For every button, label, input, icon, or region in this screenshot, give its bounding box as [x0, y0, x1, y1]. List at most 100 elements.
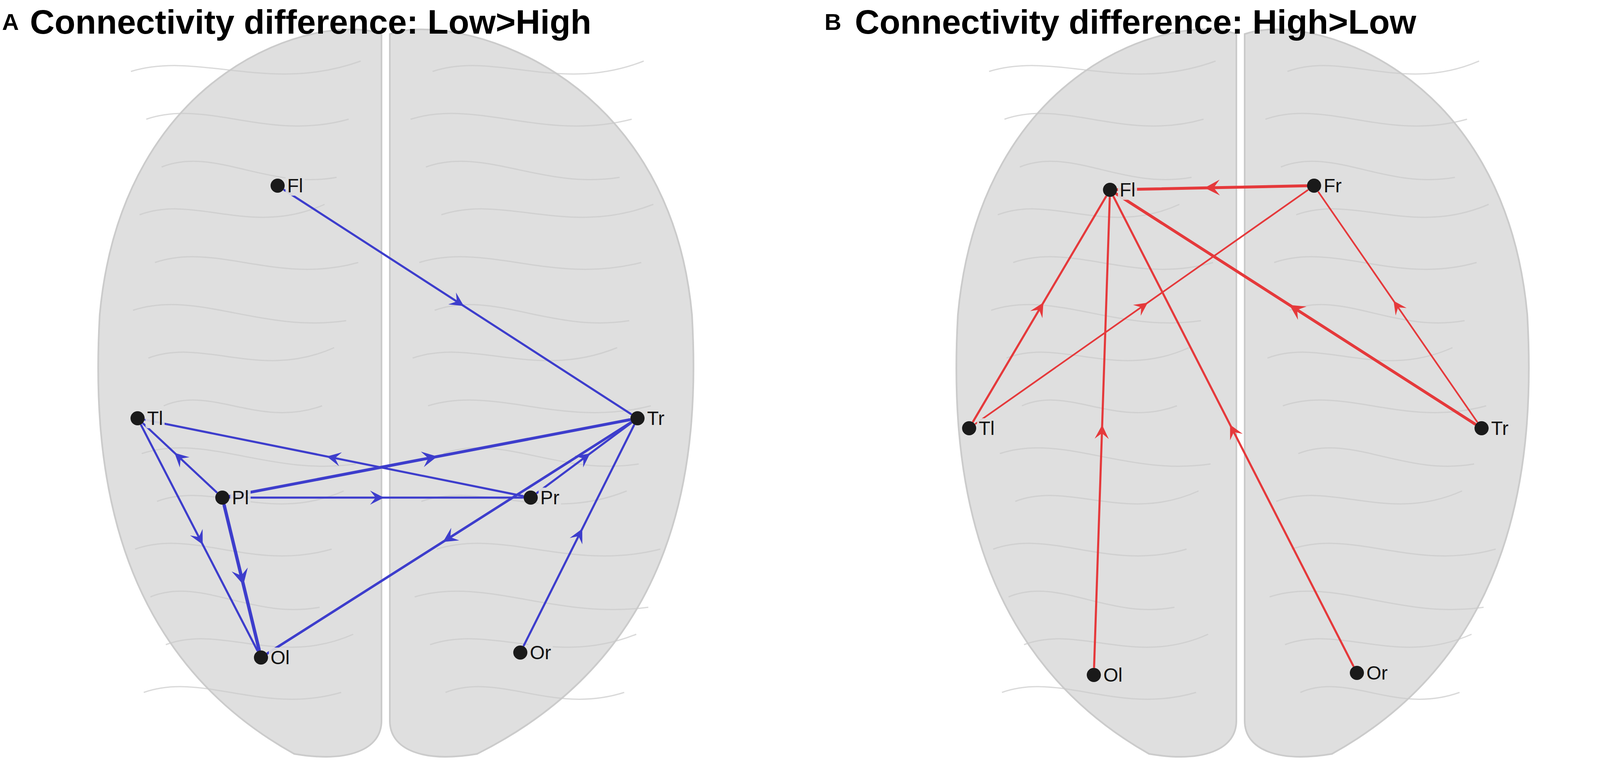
brain-gyrus [132, 304, 347, 323]
arrow-head [189, 529, 203, 545]
connectivity-arrow [973, 196, 1107, 422]
brain-gyrus [1004, 113, 1204, 126]
brain-gyrus [141, 448, 356, 467]
arrow-head [231, 567, 248, 586]
electrode-dot [1474, 421, 1489, 436]
brain-gyrus [1274, 256, 1477, 270]
brain-gyrus [436, 543, 661, 557]
electrode-dot [630, 411, 645, 426]
region-node: Ol [1086, 665, 1125, 686]
arrow-head [1132, 302, 1148, 316]
region-node: Tl [130, 408, 165, 429]
region-node: Fr [1307, 175, 1344, 196]
brain-gyrus [130, 61, 361, 74]
region-node: Or [513, 642, 553, 663]
electrode-dot [962, 421, 977, 436]
brain-hemisphere [1244, 29, 1529, 758]
brain-gyrus [148, 347, 335, 361]
brain-gyrus [155, 256, 359, 270]
arrow-head [1030, 302, 1044, 318]
brain-gyrus [1269, 591, 1484, 610]
brain-hemisphere [389, 29, 694, 758]
brain-gyrus [993, 543, 1187, 557]
connector-line [141, 425, 258, 651]
connectivity-arrow [143, 423, 217, 493]
connectivity-arrow [1113, 196, 1354, 667]
brain-gyrus [1024, 634, 1209, 648]
brain-gyrus [1006, 347, 1189, 361]
brain-gyrus [1284, 634, 1472, 648]
brain-gyrus [441, 204, 654, 218]
arrow-head [443, 528, 460, 543]
brain-gyrus [161, 161, 337, 180]
arrow-head [1393, 300, 1407, 316]
electrode-dot [513, 645, 528, 660]
panel-title: Connectivity difference: High>Low [854, 3, 1417, 41]
brain-gyrus [1291, 543, 1496, 557]
brain-gyrus [1021, 400, 1177, 413]
brain-gyrus [419, 256, 642, 270]
arrow-head [1094, 425, 1109, 440]
region-label: Tr [645, 408, 667, 429]
arrow-head [326, 452, 342, 467]
brain-gyrus [1280, 161, 1455, 180]
region-node: Tr [1474, 418, 1511, 439]
arrow-head [448, 292, 464, 306]
connectivity-arrow [284, 189, 631, 414]
arrow-head [574, 453, 591, 468]
region-label: Pr [538, 487, 562, 508]
brain-gyrus [410, 113, 632, 126]
electrode-dot [270, 178, 285, 193]
electrode-dot [1349, 666, 1364, 681]
region-node: Ol [253, 647, 292, 668]
brain-gyrus [425, 161, 620, 180]
panel-letter: B [824, 9, 842, 35]
arrow-head [569, 529, 583, 545]
region-node: Tl [962, 418, 997, 439]
brain-gyrus [139, 204, 325, 218]
electrode-dot [253, 650, 269, 665]
brain-gyrus [1008, 591, 1175, 610]
brain-gyrus [1298, 448, 1475, 467]
region-node: Or [1349, 663, 1390, 684]
connectivity-arrow [1094, 197, 1111, 668]
connector-line [1113, 196, 1354, 667]
connectivity-arrow [230, 490, 523, 505]
connector-line [145, 420, 524, 497]
region-label: Tl [977, 418, 997, 439]
arrow-head [1289, 305, 1307, 320]
connectivity-arrow [145, 420, 524, 497]
region-label: Fl [1117, 179, 1138, 200]
electrode-dot [1307, 178, 1322, 193]
brain-gyrus [163, 400, 323, 413]
brain-gyrus [1300, 686, 1460, 700]
connector-line [267, 422, 631, 654]
arrow-head [420, 451, 438, 468]
panel-letter: A [2, 9, 19, 35]
brain-gyrus [432, 61, 644, 74]
region-label: Ol [1101, 665, 1125, 686]
connector-line [1116, 194, 1475, 424]
connectivity-arrow [224, 505, 259, 650]
brain-gyrus [434, 304, 630, 323]
panel-title: Connectivity difference: Low>High [29, 3, 592, 41]
brain-gyrus [1287, 61, 1480, 74]
connector-line [230, 420, 631, 497]
brain-hemisphere [98, 29, 382, 758]
region-node: Pr [523, 487, 562, 508]
brain-gyrus [143, 686, 342, 700]
electrode-dot [215, 490, 230, 505]
brain-gyrus [445, 686, 625, 700]
region-label: Fl [285, 175, 305, 196]
electrode-dot [523, 490, 538, 505]
brain-gyrus [1296, 204, 1489, 218]
brain-gyrus [1015, 491, 1199, 505]
connectivity-arrow [523, 425, 634, 646]
electrode-dot [1086, 668, 1101, 683]
region-node: Fl [1102, 179, 1138, 200]
connectivity-arrow [975, 190, 1308, 424]
brain-gyrus [1013, 256, 1214, 270]
connector-line [224, 505, 259, 650]
